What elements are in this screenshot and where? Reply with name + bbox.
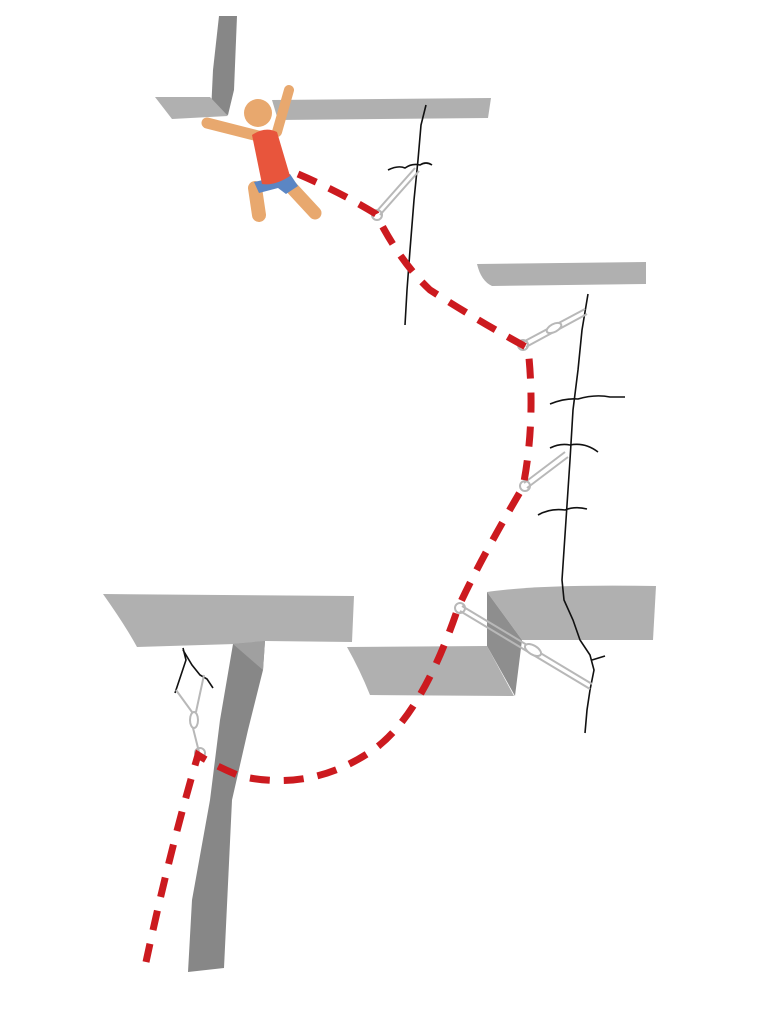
quickdraw-5 — [175, 674, 206, 759]
climber — [201, 85, 322, 222]
carabiner-4 — [454, 602, 466, 614]
climber-shirt — [252, 129, 290, 185]
crack-upper — [404, 104, 427, 326]
crack-right-cross-1 — [549, 395, 625, 405]
quickdraw-2-link — [545, 321, 563, 335]
lower-left-pillar — [188, 641, 265, 972]
top-rock — [155, 16, 491, 120]
lower-right-rock — [347, 585, 656, 696]
upper-right-block — [487, 585, 656, 640]
step-face — [487, 592, 522, 696]
climber-right-leg — [283, 179, 322, 220]
pillar-bevel — [233, 641, 265, 670]
crack-right — [561, 293, 595, 734]
crack-right-branch — [591, 655, 606, 661]
lower-left-ledge — [103, 594, 354, 647]
crack-upper-cross — [387, 162, 433, 171]
top-pillar — [211, 16, 237, 115]
quickdraw-5-link — [189, 711, 199, 729]
middle-block — [347, 646, 514, 696]
top-left-ledge — [155, 97, 228, 119]
top-roof — [272, 98, 491, 120]
carabiner-3 — [519, 480, 531, 492]
quickdraw-1 — [371, 167, 420, 221]
quickdraw-2 — [517, 308, 588, 351]
climber-head — [244, 99, 272, 127]
crack-lower-left — [174, 647, 214, 694]
lower-left-rock — [103, 594, 354, 972]
quickdraw-4-link — [523, 642, 543, 658]
quickdraw-3 — [519, 451, 569, 492]
right-ledge — [477, 262, 646, 286]
crack-right-cross-2 — [549, 443, 599, 453]
climber-right-arm — [272, 85, 294, 137]
crack-right-cross-3 — [537, 506, 588, 516]
quickdraw-4 — [454, 602, 593, 690]
climber-left-leg — [248, 181, 266, 222]
climber-shorts — [254, 174, 298, 194]
